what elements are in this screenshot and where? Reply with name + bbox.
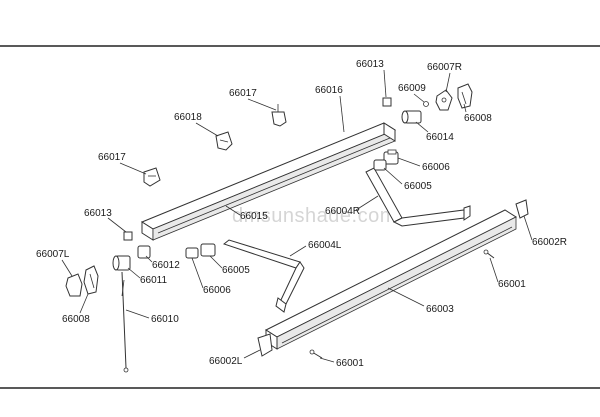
label-66017-lower: 66017 [98,152,147,175]
sleeve-66012 [137,245,151,259]
label-66005-upper: 66005 [383,167,432,192]
svg-text:66007R: 66007R [427,62,462,73]
label-66001-lower: 66001 [319,357,364,369]
joint-66006-lower [185,247,199,259]
svg-text:66005: 66005 [404,181,432,192]
arm-right [365,167,471,227]
svg-text:66004R: 66004R [325,206,360,217]
label-66002L: 66002L [209,349,261,367]
label-66003: 66003 [387,287,454,315]
bracket-66008-lower [83,265,99,295]
label-66010: 66010 [125,309,179,325]
label-66009: 66009 [398,83,426,103]
label-66001-upper: 66001 [489,257,526,290]
svg-text:66017: 66017 [229,88,257,99]
svg-text:66008: 66008 [62,314,90,325]
svg-text:66012: 66012 [152,260,180,271]
label-66004R: 66004R [325,195,379,217]
svg-text:66001: 66001 [336,358,364,369]
clip-66017-lower [143,167,161,187]
end-cap-66002R [515,199,529,219]
label-66007R: 66007R [427,62,462,93]
label-66011: 66011 [127,267,168,286]
lower-tube [264,209,518,350]
upper-tube [140,122,397,241]
sleeve-66011 [112,255,131,271]
svg-text:66009: 66009 [398,83,426,94]
label-66008-lower: 66008 [62,293,90,325]
label-66014: 66014 [415,121,454,143]
svg-text:66015: 66015 [240,211,268,222]
screw-66001-lower [309,349,323,359]
bracket-66007R [435,89,453,111]
label-66013-top: 66013 [356,59,387,98]
label-66002R: 66002R [523,215,567,248]
end-cap-66013-top [382,97,392,107]
label-66017-upper: 66017 [229,88,277,111]
label-66016: 66016 [315,85,345,133]
svg-text:66014: 66014 [426,132,454,143]
sleeve-66014 [401,110,422,124]
svg-text:66002L: 66002L [209,356,243,367]
svg-text:66006: 66006 [422,162,450,173]
svg-text:66016: 66016 [315,85,343,96]
label-66015: 66015 [225,205,268,222]
crank-rod-66010 [121,271,129,373]
end-cap-66013-lower [123,231,133,241]
svg-text:66017: 66017 [98,152,126,163]
end-cap-66002L [257,333,273,357]
svg-text:66004L: 66004L [308,240,342,251]
svg-text:66011: 66011 [140,275,168,286]
svg-text:66008: 66008 [464,113,492,124]
bracket-66018 [215,131,233,151]
arm-left [222,239,305,313]
label-66012: 66012 [145,255,180,271]
label-66006-upper: 66006 [397,157,450,173]
label-66013-lower: 66013 [84,208,127,233]
watermark: dmsunshade.com [232,205,397,227]
bracket-66008-top [457,83,473,109]
svg-text:66007L: 66007L [36,249,70,260]
label-66004L: 66004L [289,240,342,257]
svg-text:66018: 66018 [174,112,202,123]
svg-text:66003: 66003 [426,304,454,315]
joint-66005-upper [373,159,387,171]
svg-text:66005: 66005 [222,265,250,276]
clip-66017-upper [271,104,287,127]
washer-66009 [423,101,429,107]
label-66007L: 66007L [36,249,73,277]
svg-text:66006: 66006 [203,285,231,296]
svg-text:66002R: 66002R [532,237,567,248]
joint-66005-lower [200,243,216,257]
bracket-66007L [65,273,83,297]
svg-text:66013: 66013 [84,208,112,219]
label-66005-lower: 66005 [209,255,250,276]
svg-text:66010: 66010 [151,314,179,325]
label-66006-lower: 66006 [191,257,231,296]
label-66018: 66018 [174,112,219,137]
label-66008-top: 66008 [463,103,492,124]
screw-66001-upper [483,249,495,259]
svg-text:66001: 66001 [498,279,526,290]
svg-text:66013: 66013 [356,59,384,70]
